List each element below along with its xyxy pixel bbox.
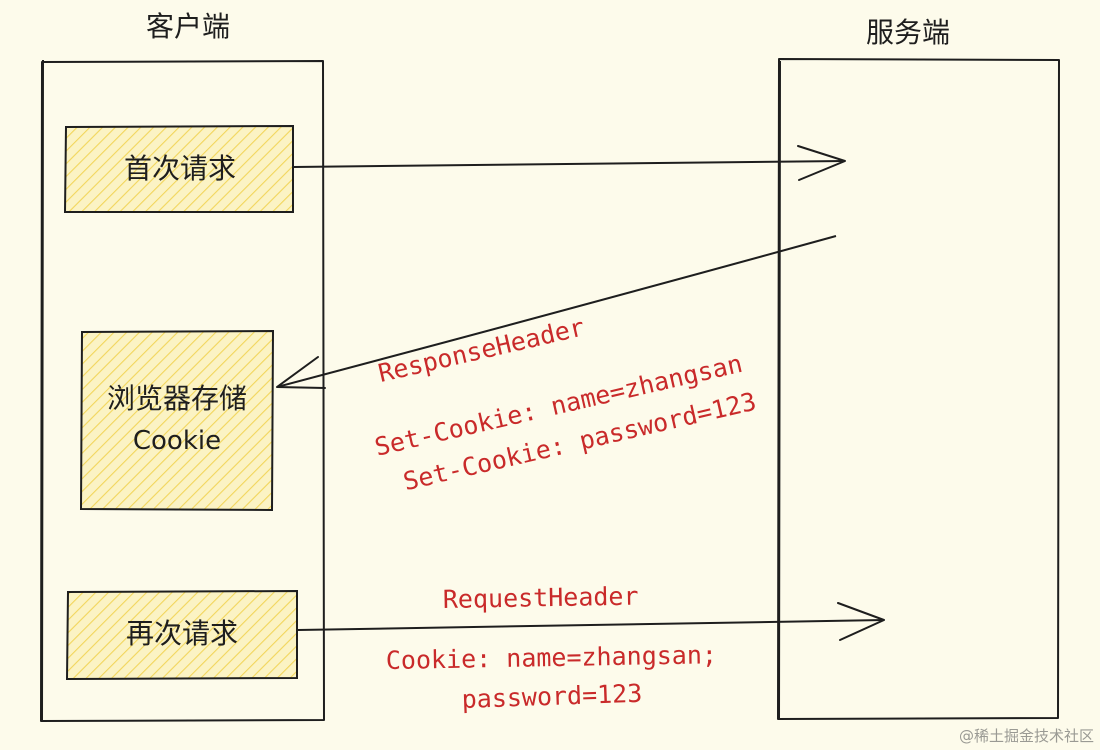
server-title: 服务端 <box>866 16 950 49</box>
cookie-label: Cookie <box>133 426 221 456</box>
second-request-arrow <box>297 602 885 641</box>
request-cookie-password-label: password=123 <box>461 679 643 714</box>
first-request-box: 首次请求 <box>63 124 294 213</box>
first-request-label: 首次请求 <box>124 152 236 185</box>
response-header-label: ResponseHeader <box>375 312 587 388</box>
browser-storage-label: 浏览器存储 <box>107 382 247 415</box>
request-annotation: RequestHeader Cookie: name=zhangsan; pas… <box>386 582 718 714</box>
request-cookie-name-label: Cookie: name=zhangsan; <box>386 640 718 675</box>
client-title: 客户端 <box>146 10 230 43</box>
request-header-label: RequestHeader <box>443 582 639 614</box>
first-request-arrow <box>293 145 846 181</box>
browser-storage-box: 浏览器存储 Cookie <box>79 329 275 512</box>
server-container <box>777 58 1060 720</box>
response-arrow <box>276 235 837 389</box>
client-container <box>40 59 325 722</box>
watermark: @稀土掘金技术社区 <box>959 727 1094 745</box>
second-request-label: 再次请求 <box>126 617 238 650</box>
second-request-box: 再次请求 <box>65 589 298 681</box>
